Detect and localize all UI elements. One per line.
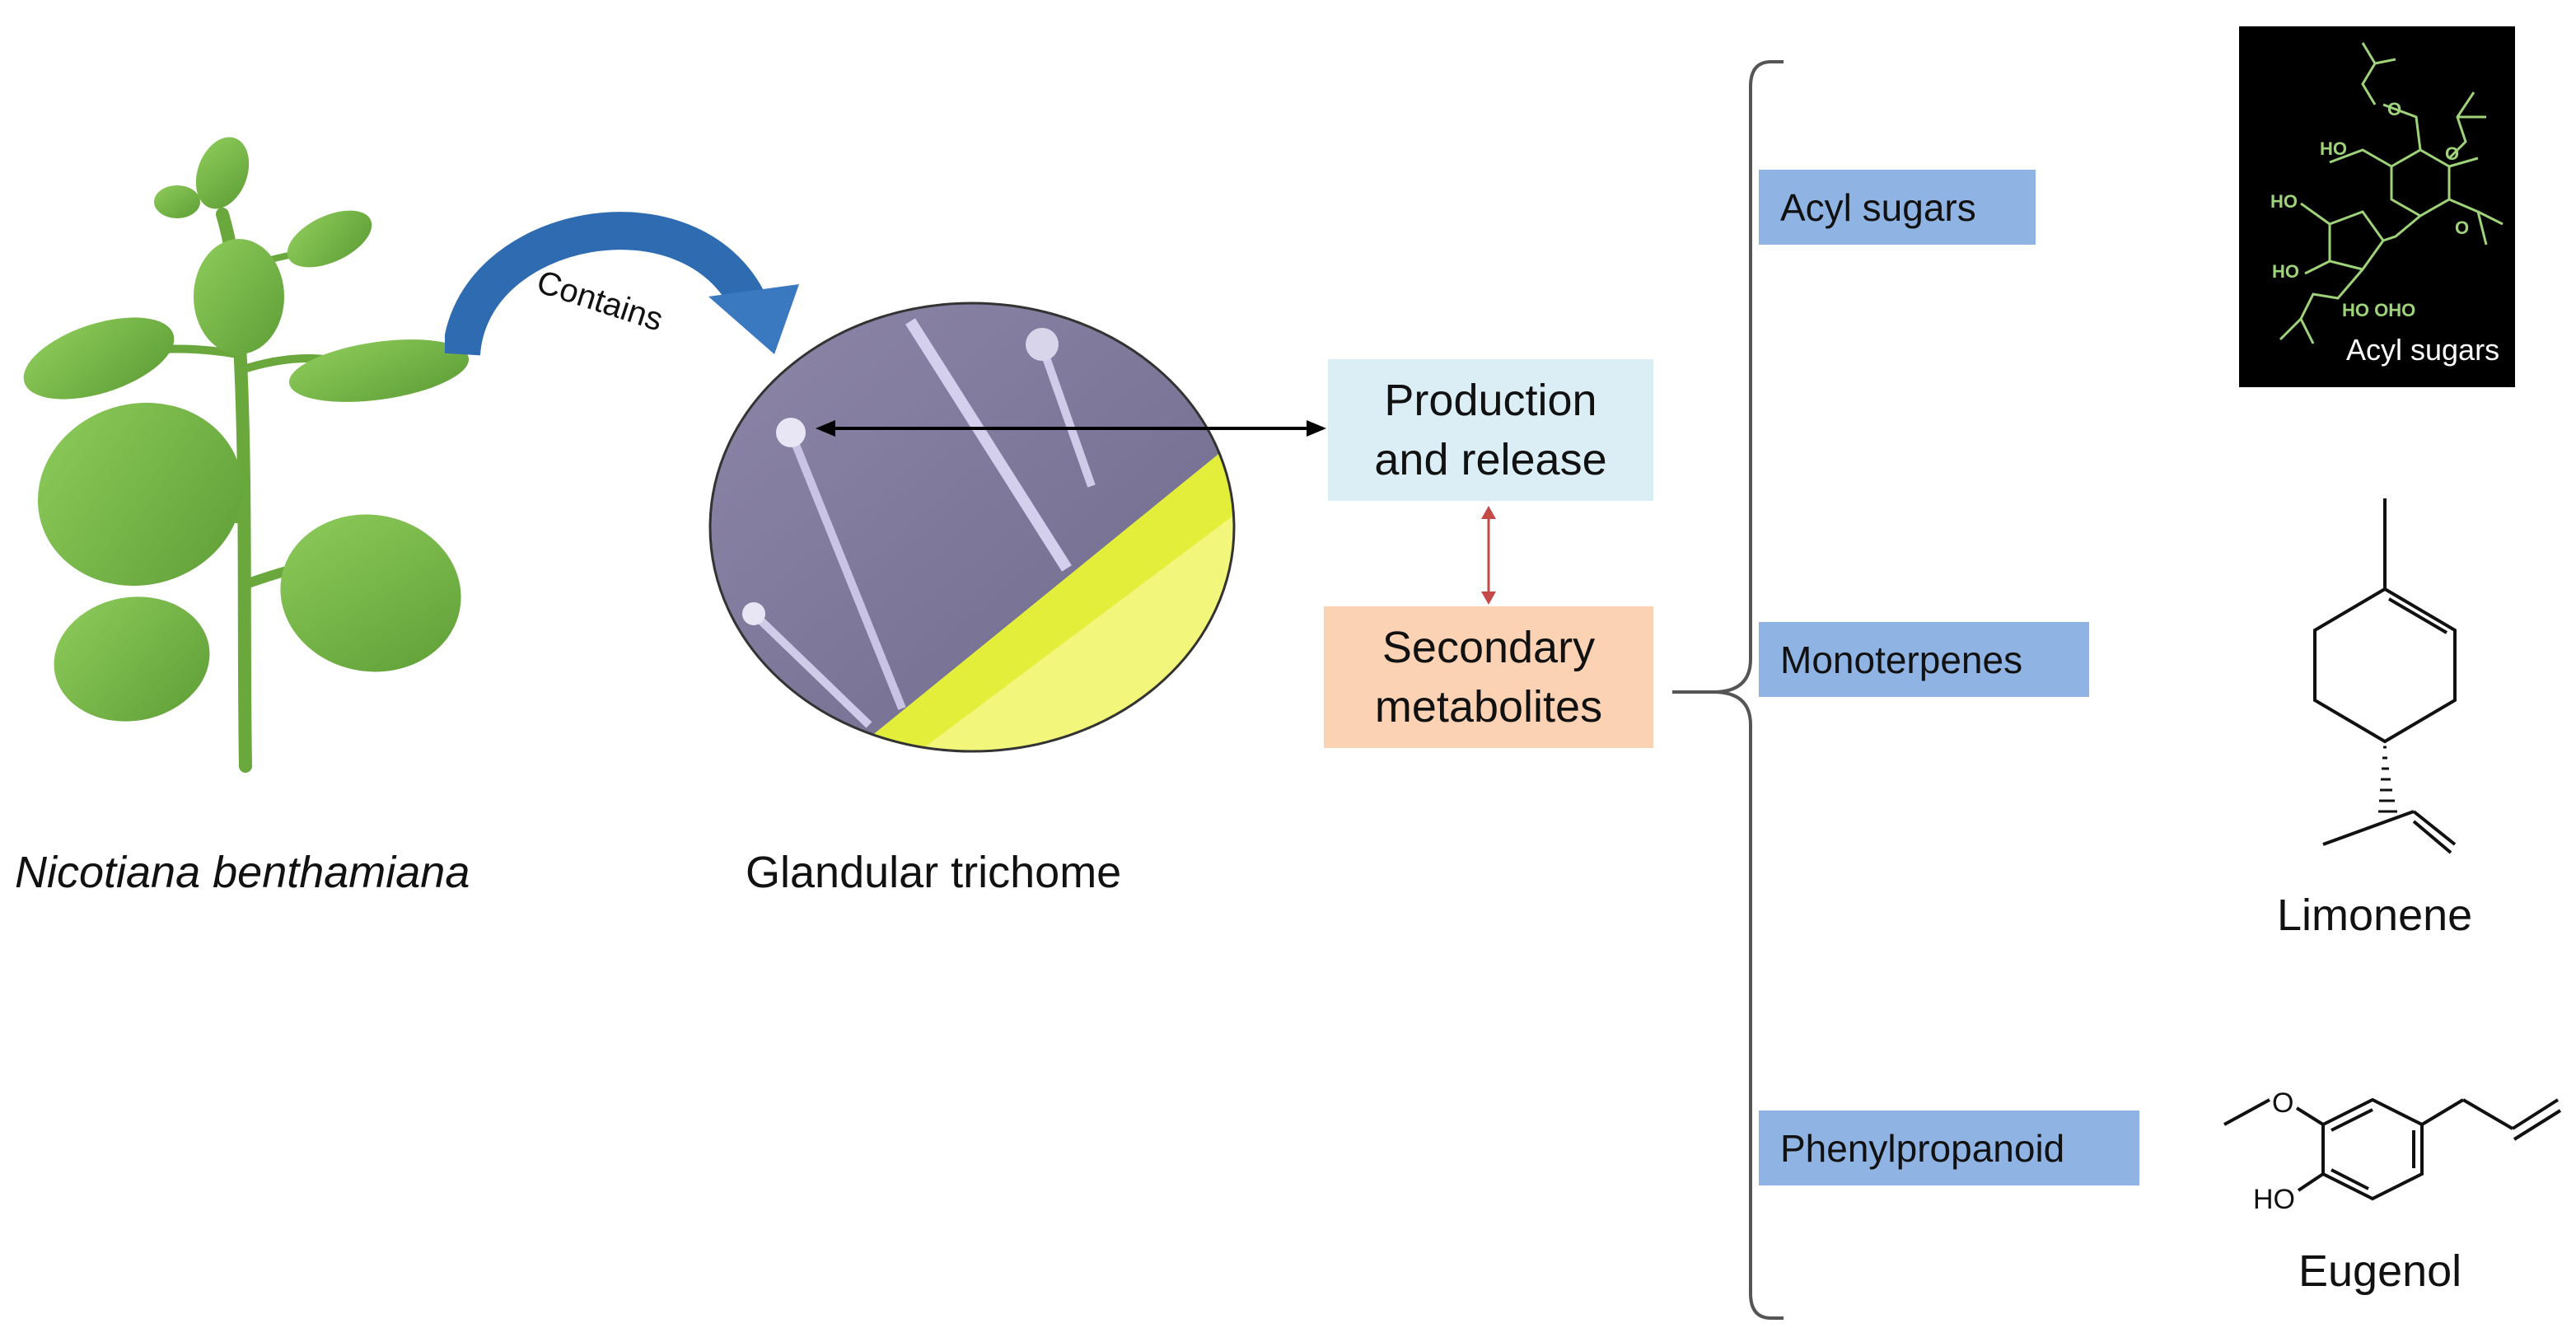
production-line-2: and release [1374, 435, 1607, 484]
acyl-ho-1: HO [2320, 138, 2347, 159]
acyl-ho-2: HO [2270, 191, 2298, 212]
eugenol-ho: HO [2253, 1184, 2295, 1215]
contains-arrow [445, 212, 799, 357]
category-monoterpenes: Monoterpenes [1759, 622, 2089, 697]
plant-illustration [23, 137, 470, 773]
curly-brace [1672, 60, 1784, 1320]
trichome-micrograph [708, 302, 1236, 753]
plant-label: Nicotiana benthamiana [15, 848, 470, 897]
limonene-caption: Limonene [2277, 891, 2473, 940]
production-line-1: Production [1384, 376, 1597, 425]
eugenol-o: O [2272, 1087, 2293, 1119]
category-acyl-sugars: Acyl sugars [1759, 170, 2036, 245]
secondary-line-1: Secondary [1382, 623, 1596, 672]
secondary-line-2: metabolites [1374, 682, 1603, 732]
production-release-box: Production and release [1328, 359, 1653, 501]
double-arrow-production [816, 420, 1326, 437]
double-arrow-red [1481, 506, 1496, 605]
eugenol-caption: Eugenol [2298, 1246, 2462, 1296]
acyl-oho: HO OHO [2342, 300, 2415, 320]
eugenol-structure: O HO [2223, 1087, 2562, 1215]
acyl-sugar-drawing: HO HO HO O O O HO OHO Acyl sugars [2270, 42, 2504, 367]
limonene-structure [2313, 498, 2457, 854]
acyl-sugar-structure: HO HO HO O O O HO OHO Acyl sugars [2239, 26, 2515, 387]
acyl-o-2: O [2445, 143, 2459, 164]
acyl-caption: Acyl sugars [2346, 333, 2499, 367]
category-phenylpropanoid: Phenylpropanoid [1759, 1111, 2139, 1185]
trichome-label: Glandular trichome [746, 848, 1122, 897]
acyl-o-3: O [2455, 217, 2469, 238]
acyl-ho-3: HO [2272, 261, 2299, 282]
secondary-metabolites-box: Secondary metabolites [1324, 606, 1653, 748]
acyl-o-1: O [2387, 99, 2401, 119]
